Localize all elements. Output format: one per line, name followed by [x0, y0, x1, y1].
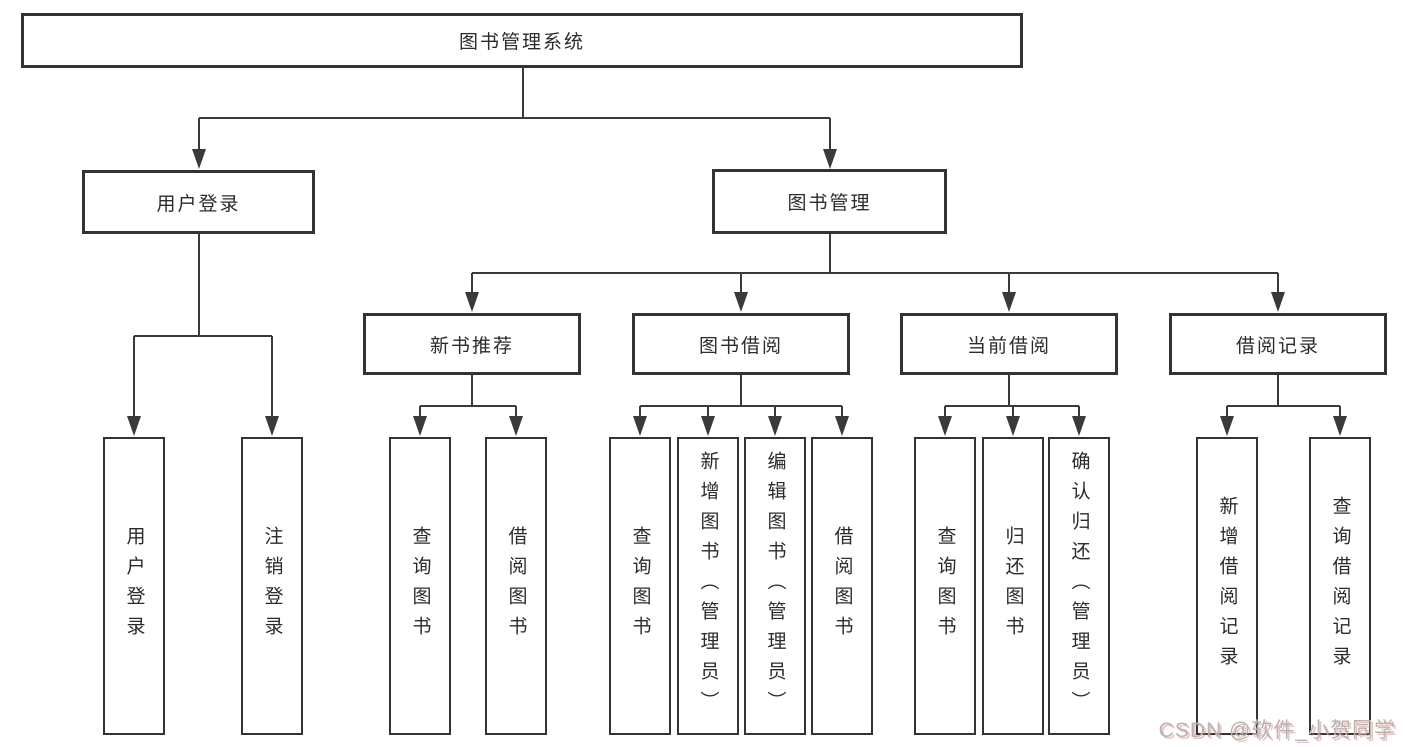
connector-bookborrow-to-leaves [639, 375, 843, 418]
leaf-user-login-label: 用户登录 [123, 526, 145, 646]
arrowhead-icons [127, 149, 1347, 436]
connector-currentborrow-to-leaves [944, 375, 1080, 418]
leaf-edit-books-admin-label: 编辑图书（管理员） [764, 451, 786, 721]
node-current-borrow-label: 当前借阅 [966, 335, 1051, 357]
leaf-query-books-recommend: 查询图书 [389, 437, 451, 735]
leaf-edit-books-admin: 编辑图书（管理员） [744, 437, 806, 735]
leaf-logout: 注销登录 [241, 437, 303, 735]
leaf-query-books-recommend-label: 查询图书 [409, 526, 431, 646]
node-user-login-branch-label: 用户登录 [156, 193, 241, 215]
leaf-add-books-admin-label: 新增图书（管理员） [697, 451, 719, 721]
connector-newbooks-to-leaves [419, 375, 517, 418]
leaf-query-books-current: 查询图书 [914, 437, 976, 735]
connector-bookmgmt-to-groups [471, 234, 1279, 294]
connector-root-to-level2 [198, 68, 831, 151]
node-root-label: 图书管理系统 [458, 32, 585, 53]
node-new-book-recommend: 新书推荐 [363, 313, 581, 375]
leaf-query-books-borrow: 查询图书 [609, 437, 671, 735]
node-book-management-label: 图书管理 [787, 193, 872, 214]
node-root: 图书管理系统 [21, 13, 1023, 68]
leaf-query-borrow-record-label: 查询借阅记录 [1329, 496, 1351, 676]
node-book-management: 图书管理 [712, 169, 947, 234]
node-user-login-branch: 用户登录 [82, 170, 315, 234]
leaf-borrow-books-recommend-label: 借阅图书 [505, 526, 527, 646]
leaf-return-books: 归还图书 [982, 437, 1044, 735]
leaf-add-borrow-record-label: 新增借阅记录 [1216, 496, 1238, 676]
leaf-borrow-books-label: 借阅图书 [831, 526, 853, 646]
leaf-return-books-label: 归还图书 [1002, 526, 1024, 646]
leaf-add-books-admin: 新增图书（管理员） [677, 437, 739, 735]
connector-userlogin-to-leaves [133, 234, 273, 418]
leaf-borrow-books-recommend: 借阅图书 [485, 437, 547, 735]
node-borrow-records-label: 借阅记录 [1235, 335, 1320, 357]
node-borrow-records: 借阅记录 [1169, 313, 1387, 375]
leaf-user-login: 用户登录 [103, 437, 165, 735]
leaf-add-borrow-record: 新增借阅记录 [1196, 437, 1258, 735]
leaf-confirm-return-admin-label: 确认归还（管理员） [1068, 451, 1090, 721]
leaf-query-borrow-record: 查询借阅记录 [1309, 437, 1371, 735]
watermark: CSDN @软件_小贺同学 [1158, 719, 1396, 742]
leaf-query-books-current-label: 查询图书 [934, 526, 956, 646]
leaf-confirm-return-admin: 确认归还（管理员） [1048, 437, 1110, 735]
node-book-borrow-label: 图书借阅 [698, 335, 783, 357]
node-new-book-recommend-label: 新书推荐 [429, 335, 514, 357]
leaf-logout-label: 注销登录 [261, 526, 283, 646]
leaf-borrow-books: 借阅图书 [811, 437, 873, 735]
node-book-borrow: 图书借阅 [632, 313, 850, 375]
node-current-borrow: 当前借阅 [900, 313, 1118, 375]
connector-borrowrecords-to-leaves [1226, 375, 1341, 418]
leaf-query-books-borrow-label: 查询图书 [629, 526, 651, 646]
